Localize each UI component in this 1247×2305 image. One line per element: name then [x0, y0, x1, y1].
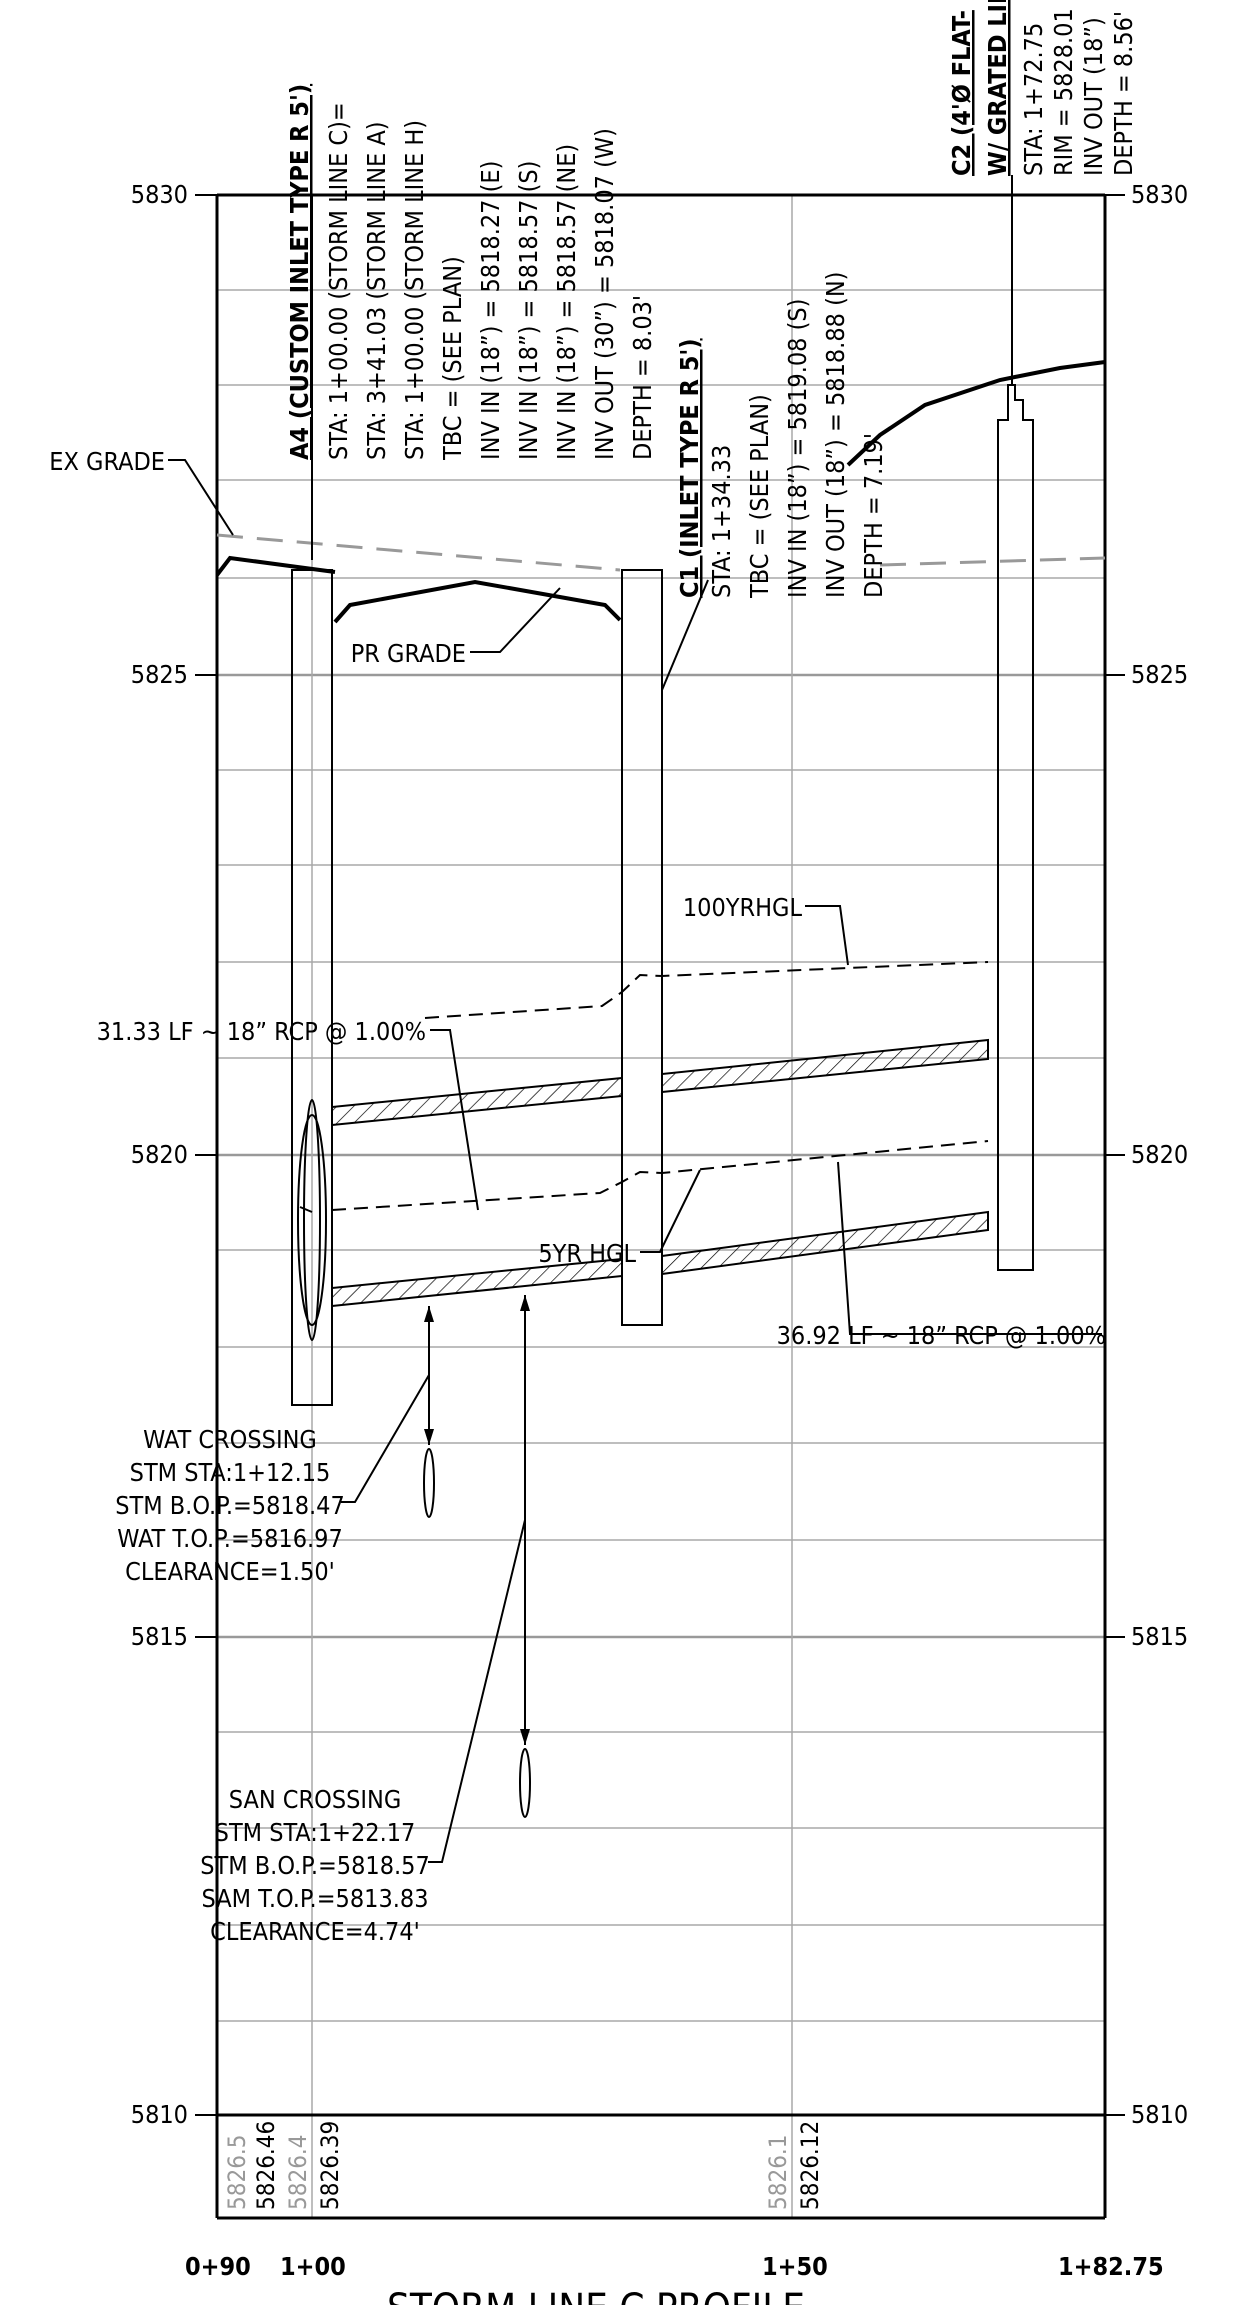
elev-5815-left: 5815 — [131, 1622, 188, 1651]
elev-5830-left: 5830 — [131, 180, 188, 209]
profile-title: STORM LINE C PROFILE — [387, 2286, 805, 2305]
hgl-5yr-label: 5YR HGL — [538, 1239, 636, 1268]
pr-grade-value: 5826.46 — [252, 2121, 280, 2210]
existing-grade — [216, 533, 1106, 572]
structure-line: DEPTH = 8.56' — [1109, 11, 1138, 176]
structure-line: INV IN (18”) = 5818.57 (NE) — [552, 144, 581, 460]
structure-line: TBC = (SEE PLAN) — [438, 256, 467, 461]
station-1-00: 1+00 — [280, 2252, 346, 2281]
structure-c1 — [621, 569, 663, 1326]
elev-5810-left: 5810 — [131, 2100, 188, 2129]
ex-grade-value: 5826.1 — [764, 2134, 792, 2210]
elev-5830-right: 5830 — [1131, 180, 1188, 209]
elev-5825-right: 5825 — [1131, 660, 1188, 689]
structure-line: TBC = (SEE PLAN) — [745, 394, 774, 599]
pipe-left-label: 31.33 LF ~ 18” RCP @ 1.00% — [97, 1017, 426, 1046]
structure-title: C1 (INLET TYPE R 5') — [675, 338, 704, 598]
elev-5810-right: 5810 — [1131, 2100, 1188, 2129]
structure-line: STA: 1+72.75 — [1019, 23, 1048, 176]
ex-grade-label: EX GRADE — [49, 447, 165, 476]
structure-c2 — [997, 384, 1034, 1271]
structure-title: W/ GRATED LID — [983, 0, 1012, 176]
profile-frame — [195, 193, 1125, 2220]
crossing-line: STM STA:1+12.15 — [130, 1458, 331, 1487]
crossing-line: STM STA:1+22.17 — [215, 1818, 416, 1847]
grade-elevation-values: 5826.5 5826.46 5826.4 5826.39 5826.1 582… — [223, 2121, 824, 2210]
elev-5825-left: 5825 — [131, 660, 188, 689]
structure-line: STA: 1+00.00 (STORM LINE H) — [400, 120, 429, 460]
structure-c2-callout: C2 (4'Ø FLAT- W/ GRATED LID STA: 1+72.75… — [947, 0, 1138, 176]
crossing-line: CLEARANCE=4.74' — [210, 1917, 420, 1946]
structure-a4-callout: A4 (CUSTOM INLET TYPE R 5') STA: 1+00.00… — [285, 84, 657, 461]
water-crossing-callout: WAT CROSSING STM STA:1+12.15 STM B.O.P.=… — [115, 1425, 345, 1586]
structure-line: INV IN (18”) = 5818.27 (E) — [476, 161, 505, 460]
structure-title: C2 (4'Ø FLAT- — [947, 10, 976, 176]
pipe-segment-left — [331, 1076, 623, 1308]
ex-grade-value: 5826.5 — [223, 2134, 251, 2210]
structure-c1-callout: C1 (INLET TYPE R 5') STA: 1+34.33 TBC = … — [675, 272, 888, 599]
water-crossing-marker — [341, 1306, 435, 1518]
pipe-segment-right — [661, 1038, 989, 1276]
crossing-line: STM B.O.P.=5818.47 — [115, 1491, 345, 1520]
hgl-100yr — [424, 961, 989, 1019]
structure-line: DEPTH = 7.19' — [859, 433, 888, 598]
structure-line: INV IN (18”) = 5818.57 (S) — [514, 161, 543, 460]
structure-line: STA: 1+00.00 (STORM LINE C)= — [324, 102, 353, 460]
elev-5820-left: 5820 — [131, 1140, 188, 1169]
sanitary-crossing-marker — [428, 1295, 531, 1863]
pr-grade-value: 5826.39 — [316, 2121, 344, 2210]
pr-grade-value: 5826.12 — [796, 2121, 824, 2210]
station-0-90: 0+90 — [185, 2252, 251, 2281]
structure-title: A4 (CUSTOM INLET TYPE R 5') — [285, 84, 314, 460]
elev-5815-right: 5815 — [1131, 1622, 1188, 1651]
structure-line: INV OUT (18”) — [1079, 17, 1108, 176]
structure-line: STA: 3+41.03 (STORM LINE A) — [362, 121, 391, 460]
structure-line: DEPTH = 8.03' — [628, 295, 657, 460]
hgl-100yr-label: 100YRHGL — [683, 893, 803, 922]
structure-line: INV OUT (18”) = 5818.88 (N) — [821, 272, 850, 598]
crossing-line: SAN CROSSING — [229, 1785, 402, 1814]
pr-grade-label: PR GRADE — [351, 639, 466, 668]
structure-line: RIM = 5828.01 — [1049, 8, 1078, 176]
ex-grade-value: 5826.4 — [284, 2134, 312, 2210]
crossing-line: STM B.O.P.=5818.57 — [200, 1851, 430, 1880]
structure-line: STA: 1+34.33 — [707, 445, 736, 598]
hgl-5yr — [331, 1140, 989, 1211]
crossing-line: CLEARANCE=1.50' — [125, 1557, 335, 1586]
sanitary-crossing-callout: SAN CROSSING STM STA:1+22.17 STM B.O.P.=… — [200, 1785, 430, 1946]
elevation-labels-left: 5830 5825 5820 5815 5810 — [131, 180, 188, 2129]
structure-line: INV OUT (30”) = 5818.07 (W) — [590, 128, 619, 460]
crossing-line: WAT CROSSING — [143, 1425, 317, 1454]
structure-line: INV IN (18”) = 5819.08 (S) — [783, 299, 812, 598]
station-1-82-75: 1+82.75 — [1058, 2252, 1164, 2281]
elevation-labels-right: 5830 5825 5820 5815 5810 — [1131, 180, 1188, 2129]
station-labels: 0+90 1+00 1+50 1+82.75 — [185, 2252, 1164, 2281]
crossing-line: SAM T.O.P.=5813.83 — [201, 1884, 428, 1913]
station-1-50: 1+50 — [762, 2252, 828, 2281]
leader-lines — [168, 175, 1102, 1335]
pipe-right-label: 36.92 LF ~ 18” RCP @ 1.00% — [777, 1321, 1106, 1350]
structure-a4 — [291, 569, 333, 1406]
elev-5820-right: 5820 — [1131, 1140, 1188, 1169]
crossing-line: WAT T.O.P.=5816.97 — [117, 1524, 343, 1553]
